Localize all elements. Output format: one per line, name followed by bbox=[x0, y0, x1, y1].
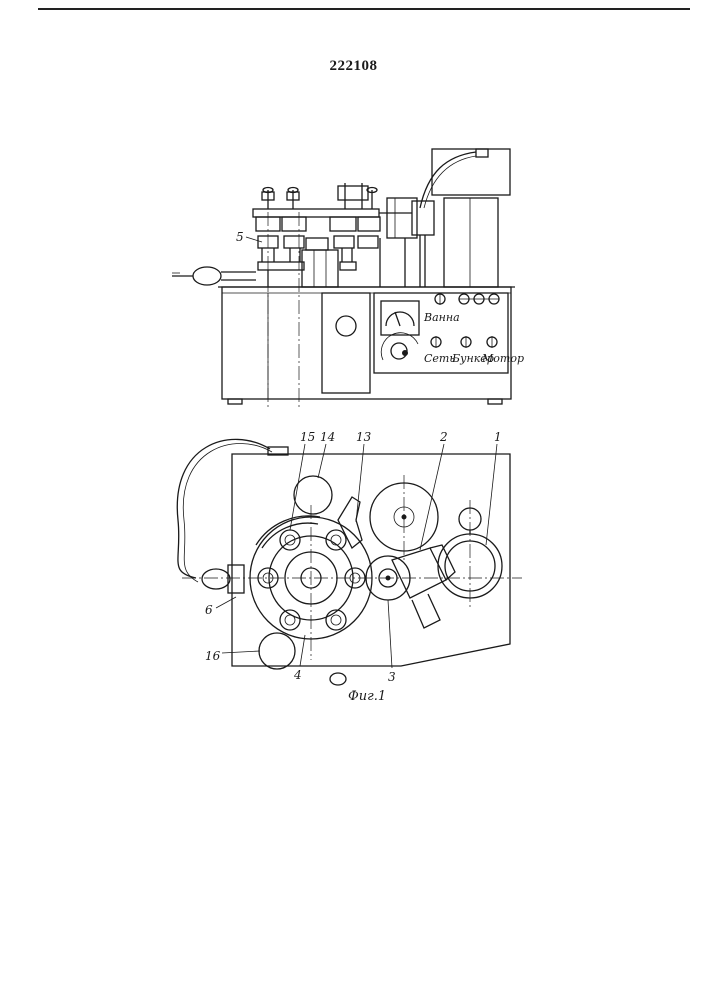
callout-16: 16 bbox=[205, 649, 221, 663]
figure-caption: Фиг.1 bbox=[348, 689, 386, 704]
spindle-springs bbox=[262, 183, 377, 209]
roller-14 bbox=[294, 476, 332, 514]
gauge-dial bbox=[386, 312, 414, 326]
gauge-frame bbox=[381, 301, 419, 335]
tower-hopper bbox=[432, 149, 510, 195]
hose bbox=[420, 152, 476, 208]
foot-knob bbox=[330, 673, 346, 685]
label-motor: Мотор bbox=[481, 352, 524, 365]
callout-2: 2 bbox=[439, 430, 448, 444]
callout-3: 3 bbox=[388, 670, 396, 684]
cabinet-door bbox=[322, 293, 370, 393]
callout-14: 14 bbox=[320, 430, 335, 444]
door-port bbox=[336, 316, 356, 336]
front-view: Ванна Сеть Бункер Мотор bbox=[172, 149, 524, 410]
roller-16 bbox=[259, 633, 295, 669]
callout-5: 5 bbox=[236, 230, 244, 244]
tower-column bbox=[444, 198, 498, 287]
label-network: Сеть bbox=[424, 352, 455, 365]
handle-6 bbox=[202, 569, 230, 589]
callout-leaders bbox=[216, 444, 497, 668]
cabinet-body bbox=[222, 287, 511, 399]
hand-tool bbox=[172, 267, 256, 285]
top-view: 15 14 13 2 1 6 16 4 3 Фиг.1 bbox=[177, 430, 522, 704]
callout-1: 1 bbox=[494, 430, 502, 444]
label-bath: Ванна bbox=[423, 311, 460, 324]
turret-stations bbox=[258, 530, 365, 630]
link-arm-2 bbox=[392, 548, 446, 598]
turret-plate bbox=[253, 209, 379, 217]
clamp-blocks bbox=[256, 217, 405, 287]
callout-4: 4 bbox=[293, 668, 302, 682]
cabinet-foot-left bbox=[228, 399, 242, 404]
callout-15: 15 bbox=[300, 430, 315, 444]
callout-6: 6 bbox=[205, 603, 213, 617]
cable bbox=[177, 439, 270, 578]
callout-13: 13 bbox=[356, 430, 372, 444]
gauge-needle bbox=[395, 312, 400, 326]
cabinet-foot-right bbox=[488, 399, 502, 404]
